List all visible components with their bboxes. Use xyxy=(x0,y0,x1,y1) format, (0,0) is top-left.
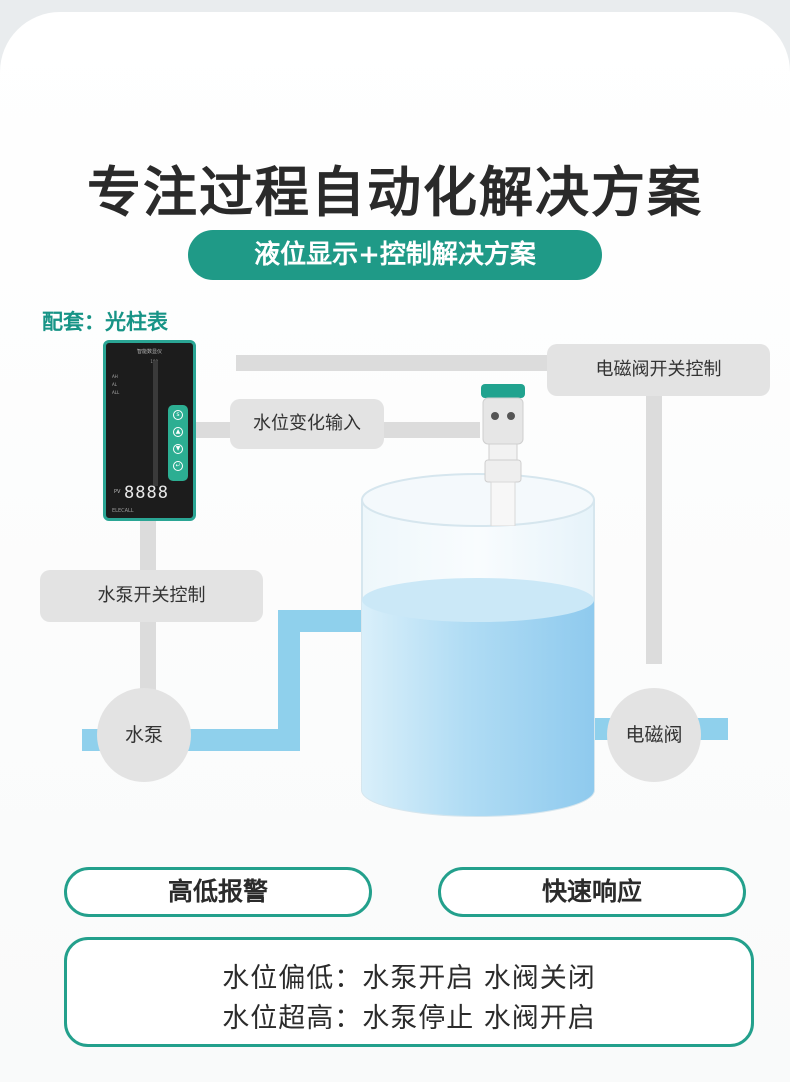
alarm-marks: AH AL ALL xyxy=(112,373,119,397)
input-line-right xyxy=(384,422,480,438)
scale-label: 80 xyxy=(116,375,158,383)
level-bar xyxy=(153,361,158,486)
subtitle-pill: 液位显示+控制解决方案 xyxy=(188,230,602,280)
set-icon: s xyxy=(173,410,183,420)
level-input-label: 水位变化输入 xyxy=(230,399,384,449)
meter-scale: 100 90 80 70 60 50 40 30 20 10 0 xyxy=(116,359,158,489)
inlet-pipe-top xyxy=(278,610,368,632)
bar-graph-meter: 智能数显仪 100 90 80 70 60 50 40 30 20 10 0 A… xyxy=(103,340,196,521)
meter-pv-label: PV xyxy=(114,489,120,495)
scale-label: 10 xyxy=(116,431,158,439)
mark-al: AL xyxy=(112,381,119,389)
up-icon: ▲ xyxy=(173,427,183,437)
scale-label: 0 xyxy=(116,439,158,447)
meter-top-text: 智能数显仪 xyxy=(106,348,193,355)
meter-down-line xyxy=(140,520,156,570)
page-title: 专注过程自动化解决方案 xyxy=(0,148,790,227)
scale-label: 90 xyxy=(116,367,158,375)
scale-label: 40 xyxy=(116,407,158,415)
mark-all: ALL xyxy=(112,389,119,397)
scale-label: 60 xyxy=(116,391,158,399)
down-icon: ▼ xyxy=(173,444,183,454)
accessory-label: 配套：光柱表 xyxy=(42,306,168,336)
logic-line-high: 水位超高：水泵停止 水阀开启 xyxy=(67,996,751,1035)
solenoid-control-label: 电磁阀开关控制 xyxy=(547,344,770,396)
scale-label: 50 xyxy=(116,399,158,407)
meter-buttons: s ▲ ▼ ↵ xyxy=(168,405,188,481)
feature-fast-response: 快速响应 xyxy=(438,867,746,917)
enter-icon: ↵ xyxy=(173,461,183,471)
top-line xyxy=(236,355,556,371)
scale-label: 30 xyxy=(116,415,158,423)
solenoid-valve-node: 电磁阀 xyxy=(607,688,701,782)
pump-node: 水泵 xyxy=(97,688,191,782)
right-vertical-line xyxy=(646,390,662,664)
scale-label: 70 xyxy=(116,383,158,391)
meter-digits: 8888 xyxy=(124,483,169,503)
meter-brand: ELECALL xyxy=(112,508,134,514)
pump-control-label: 水泵开关控制 xyxy=(40,570,263,622)
scale-label: 20 xyxy=(116,423,158,431)
scale-label: 100 xyxy=(116,359,158,367)
control-logic-box: 水位偏低：水泵开启 水阀关闭 水位超高：水泵停止 水阀开启 xyxy=(64,937,754,1047)
logic-line-low: 水位偏低：水泵开启 水阀关闭 xyxy=(67,956,751,995)
pump-control-down-line xyxy=(140,622,156,690)
feature-high-low-alarm: 高低报警 xyxy=(64,867,372,917)
level-sensor-icon xyxy=(473,384,533,526)
mark-ah: AH xyxy=(112,373,119,381)
